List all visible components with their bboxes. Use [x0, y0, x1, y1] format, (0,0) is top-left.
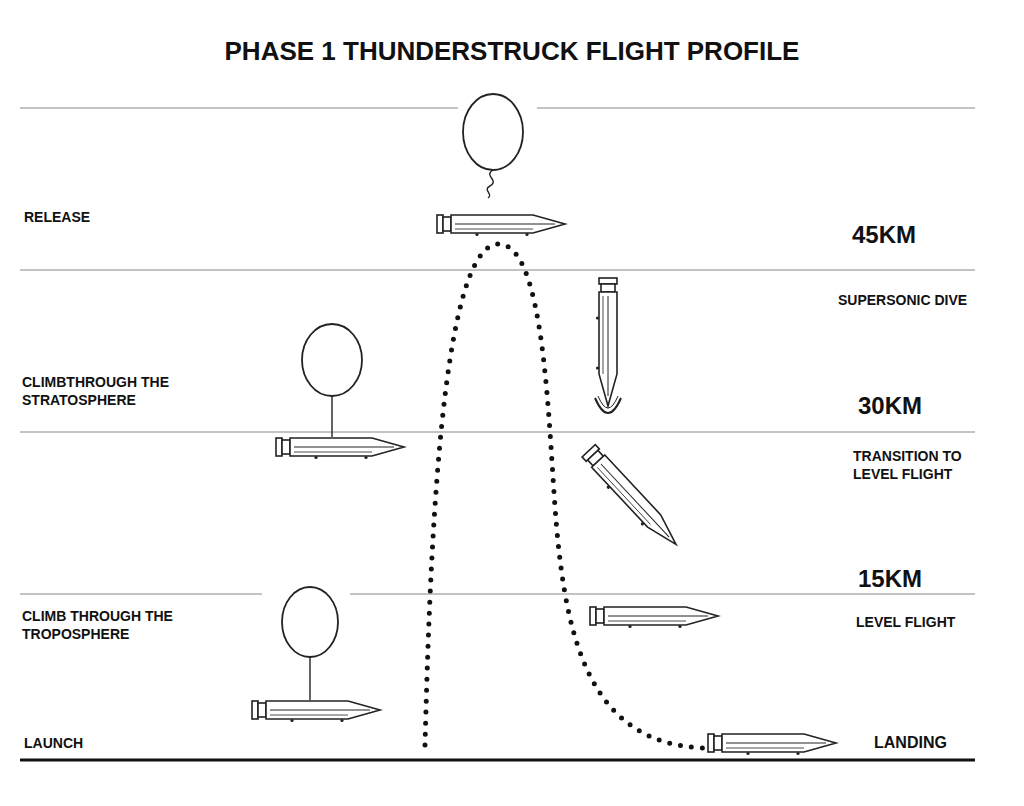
phase-label: RELEASE [24, 209, 224, 227]
altitude-lines [20, 108, 975, 594]
landed-vehicle [708, 734, 836, 755]
phase-label: LAUNCH [24, 735, 184, 753]
troposphere-balloon [252, 587, 380, 722]
level-vehicle [590, 607, 718, 628]
diagram-title: PHASE 1 THUNDERSTRUCK FLIGHT PROFILE [0, 36, 1024, 67]
trajectory-dots [425, 244, 705, 748]
altitude-label: 30KM [858, 391, 978, 421]
phase-label: CLIMBTHROUGH THE STRATOSPHERE [22, 374, 202, 409]
altitude-label: 45KM [852, 220, 972, 250]
transition-vehicle [580, 445, 683, 553]
altitude-label: 15KM [858, 564, 978, 594]
release-balloon [437, 94, 565, 236]
ground-line [20, 759, 975, 762]
phase-label: CLIMB THROUGH THE TROPOSPHERE [22, 608, 207, 643]
phase-label: LEVEL FLIGHT [856, 614, 1016, 632]
phase-label: LANDING [874, 733, 1014, 753]
phase-label: SUPERSONIC DIVE [838, 292, 1018, 310]
stratosphere-balloon [276, 324, 404, 459]
phase-label: TRANSITION TO LEVEL FLIGHT [853, 448, 993, 483]
dive-vehicle [595, 278, 621, 413]
